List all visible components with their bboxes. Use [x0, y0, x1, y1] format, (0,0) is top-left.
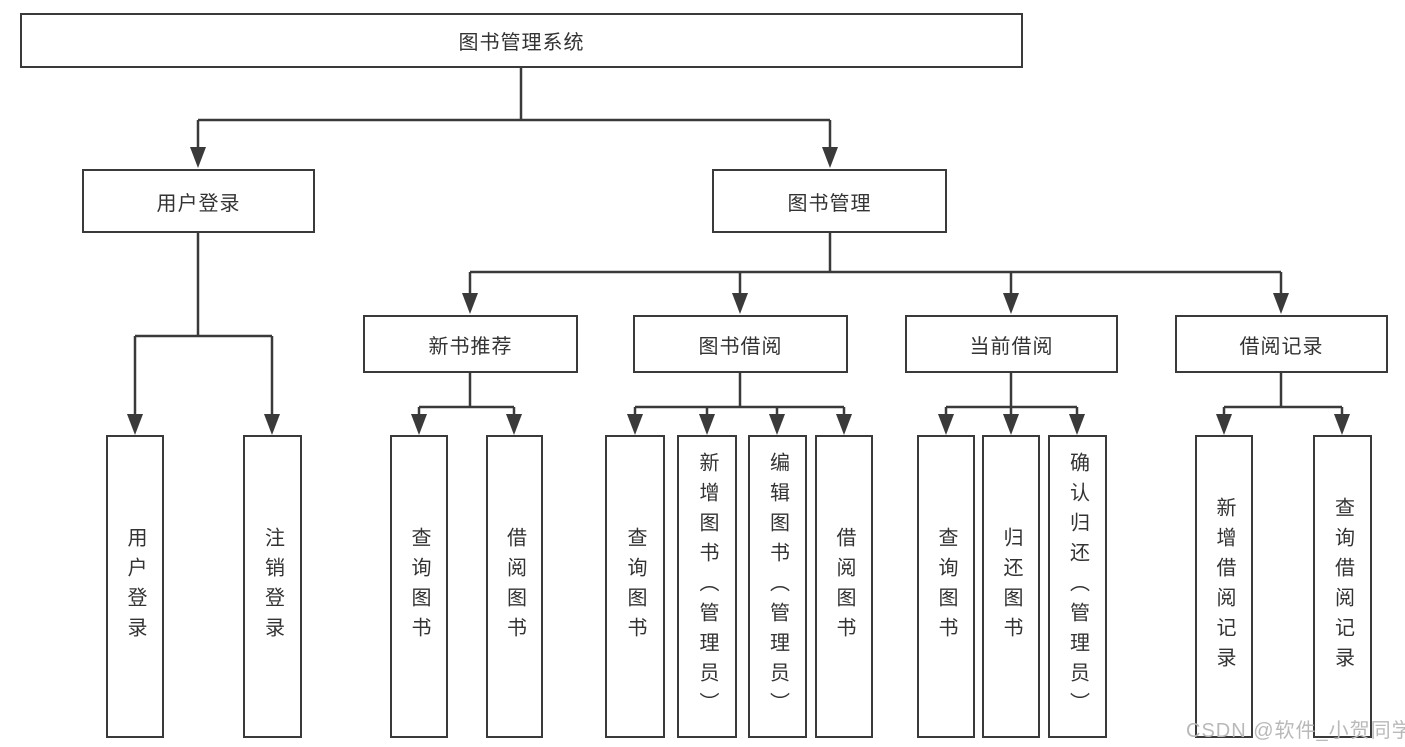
- node-leaf-query-books-borrowing: 查询图书: [605, 435, 665, 738]
- node-leaf-query-books-current: 查询图书: [917, 435, 975, 738]
- node-label: 查询图书: [624, 526, 646, 647]
- arrow-down-icon: [822, 147, 838, 168]
- node-user-login: 用户登录: [82, 169, 315, 233]
- node-label: 用户登录: [124, 526, 146, 647]
- arrow-down-icon: [699, 414, 715, 435]
- node-label: 确认归还（管理员）: [1066, 451, 1089, 722]
- node-label: 图书管理: [787, 192, 872, 215]
- arrow-down-icon: [264, 414, 280, 435]
- node-label: 借阅图书: [503, 526, 526, 647]
- arrow-down-icon: [769, 414, 785, 435]
- node-leaf-logout: 注销登录: [243, 435, 302, 738]
- node-leaf-add-books-admin: 新增图书（管理员）: [677, 435, 737, 738]
- arrow-down-icon: [836, 414, 852, 435]
- node-label: 注销登录: [261, 526, 284, 647]
- node-leaf-add-borrow-record: 新增借阅记录: [1195, 435, 1253, 738]
- node-label: 新书推荐: [428, 335, 513, 358]
- arrow-down-icon: [1003, 414, 1019, 435]
- node-label: 查询图书: [935, 526, 957, 647]
- node-leaf-edit-books-admin: 编辑图书（管理员）: [748, 435, 807, 738]
- node-leaf-borrow-books: 借阅图书: [815, 435, 873, 738]
- node-book-management: 图书管理: [712, 169, 947, 233]
- node-label: 查询图书: [408, 526, 430, 647]
- arrow-down-icon: [127, 414, 143, 435]
- node-leaf-confirm-return-admin: 确认归还（管理员）: [1048, 435, 1107, 738]
- node-borrowing-records: 借阅记录: [1175, 315, 1388, 373]
- node-leaf-borrow-books-recommend: 借阅图书: [486, 435, 543, 738]
- node-label: 查询借阅记录: [1331, 496, 1354, 677]
- node-current-borrowing: 当前借阅: [905, 315, 1118, 373]
- node-label: 借阅图书: [833, 526, 855, 647]
- node-root-label: 图书管理系统: [458, 32, 585, 54]
- arrow-down-icon: [627, 414, 643, 435]
- arrow-down-icon: [506, 414, 522, 435]
- node-label: 图书借阅: [698, 335, 783, 358]
- node-label: 新增借阅记录: [1213, 496, 1235, 677]
- arrow-down-icon: [1003, 293, 1019, 314]
- node-leaf-query-books-recommend: 查询图书: [390, 435, 448, 738]
- node-label: 借阅记录: [1239, 335, 1324, 358]
- node-label: 当前借阅: [969, 335, 1054, 358]
- arrow-down-icon: [1273, 293, 1289, 314]
- arrow-down-icon: [732, 293, 748, 314]
- node-label: 归还图书: [1000, 526, 1022, 647]
- node-label: 编辑图书（管理员）: [766, 451, 789, 722]
- node-leaf-return-books: 归还图书: [982, 435, 1040, 738]
- arrow-down-icon: [411, 414, 427, 435]
- node-label: 新增图书（管理员）: [696, 451, 718, 722]
- node-book-borrowing: 图书借阅: [633, 315, 848, 373]
- node-root: 图书管理系统: [20, 13, 1023, 68]
- arrow-down-icon: [938, 414, 954, 435]
- node-leaf-query-borrow-record: 查询借阅记录: [1313, 435, 1372, 738]
- node-label: 用户登录: [156, 192, 241, 215]
- node-leaf-user-login: 用户登录: [106, 435, 164, 738]
- arrow-down-icon: [1216, 414, 1232, 435]
- csdn-watermark: CSDN @软件_小贺同学: [1186, 720, 1405, 742]
- arrow-down-icon: [462, 293, 478, 314]
- arrow-down-icon: [1069, 414, 1085, 435]
- arrow-down-icon: [190, 147, 206, 168]
- node-new-book-recommend: 新书推荐: [363, 315, 578, 373]
- arrow-down-icon: [1334, 414, 1350, 435]
